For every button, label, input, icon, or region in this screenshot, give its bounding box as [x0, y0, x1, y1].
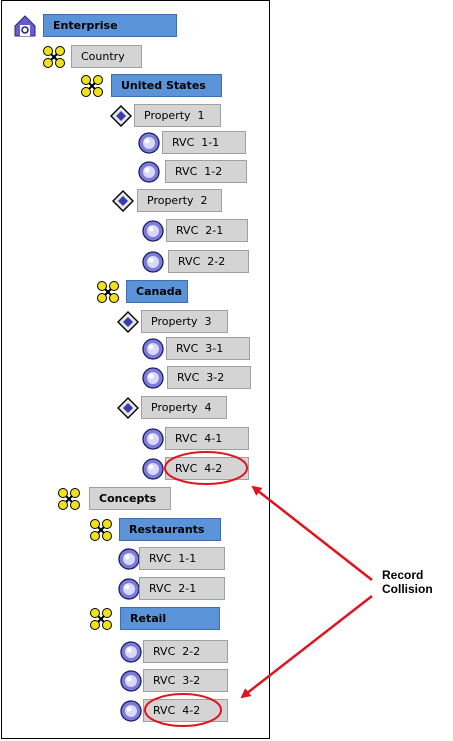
- node-label: Concepts: [89, 487, 171, 510]
- node-label: RVC 4-2: [143, 699, 228, 722]
- revenue-center-icon: [141, 337, 165, 361]
- revenue-center-icon: [137, 131, 161, 155]
- record-collision-annotation: Record Collision: [382, 568, 452, 596]
- zone-icon: [89, 518, 113, 542]
- property-icon: [111, 189, 135, 213]
- zone-icon: [57, 487, 81, 511]
- node-label: RVC 4-2: [165, 457, 249, 480]
- node-label: RVC 2-2: [143, 640, 228, 663]
- property-icon: [109, 104, 133, 128]
- collision-arrow-upper: [251, 485, 373, 581]
- node-label: RVC 1-1: [139, 547, 225, 570]
- annotation-line-2: Collision: [382, 582, 433, 596]
- revenue-center-icon: [117, 577, 141, 601]
- zone-icon: [89, 607, 113, 631]
- node-label: Enterprise: [43, 14, 177, 37]
- revenue-center-icon: [117, 547, 141, 571]
- revenue-center-icon: [119, 669, 143, 693]
- node-label: Property 1: [134, 104, 221, 127]
- node-label: RVC 3-1: [166, 337, 250, 360]
- node-label: RVC 3-2: [143, 669, 228, 692]
- revenue-center-icon: [119, 640, 143, 664]
- zone-icon: [42, 45, 66, 69]
- annotation-line-1: Record: [382, 568, 424, 582]
- revenue-center-icon: [137, 160, 161, 184]
- zone-icon: [80, 74, 104, 98]
- node-label: Canada: [126, 280, 188, 303]
- revenue-center-icon: [141, 366, 165, 390]
- node-label: Retail: [120, 607, 220, 630]
- revenue-center-icon: [141, 219, 165, 243]
- node-label: RVC 2-1: [166, 219, 248, 242]
- node-label: RVC 1-2: [165, 160, 247, 183]
- node-label: RVC 3-2: [167, 366, 251, 389]
- node-label: United States: [111, 74, 222, 97]
- enterprise-icon: [13, 14, 37, 38]
- node-label: RVC 2-2: [168, 250, 249, 273]
- node-label: RVC 2-1: [139, 577, 225, 600]
- node-label: Restaurants: [119, 518, 221, 541]
- property-icon: [116, 396, 140, 420]
- revenue-center-icon: [141, 457, 165, 481]
- node-label: RVC 4-1: [165, 427, 249, 450]
- node-label: Property 4: [141, 396, 227, 419]
- revenue-center-icon: [141, 250, 165, 274]
- node-label: RVC 1-1: [162, 131, 246, 154]
- property-icon: [116, 310, 140, 334]
- revenue-center-icon: [141, 427, 165, 451]
- node-label: Property 3: [141, 310, 228, 333]
- revenue-center-icon: [119, 699, 143, 723]
- node-label: Country: [71, 45, 142, 68]
- zone-icon: [96, 280, 120, 304]
- node-label: Property 2: [137, 189, 222, 212]
